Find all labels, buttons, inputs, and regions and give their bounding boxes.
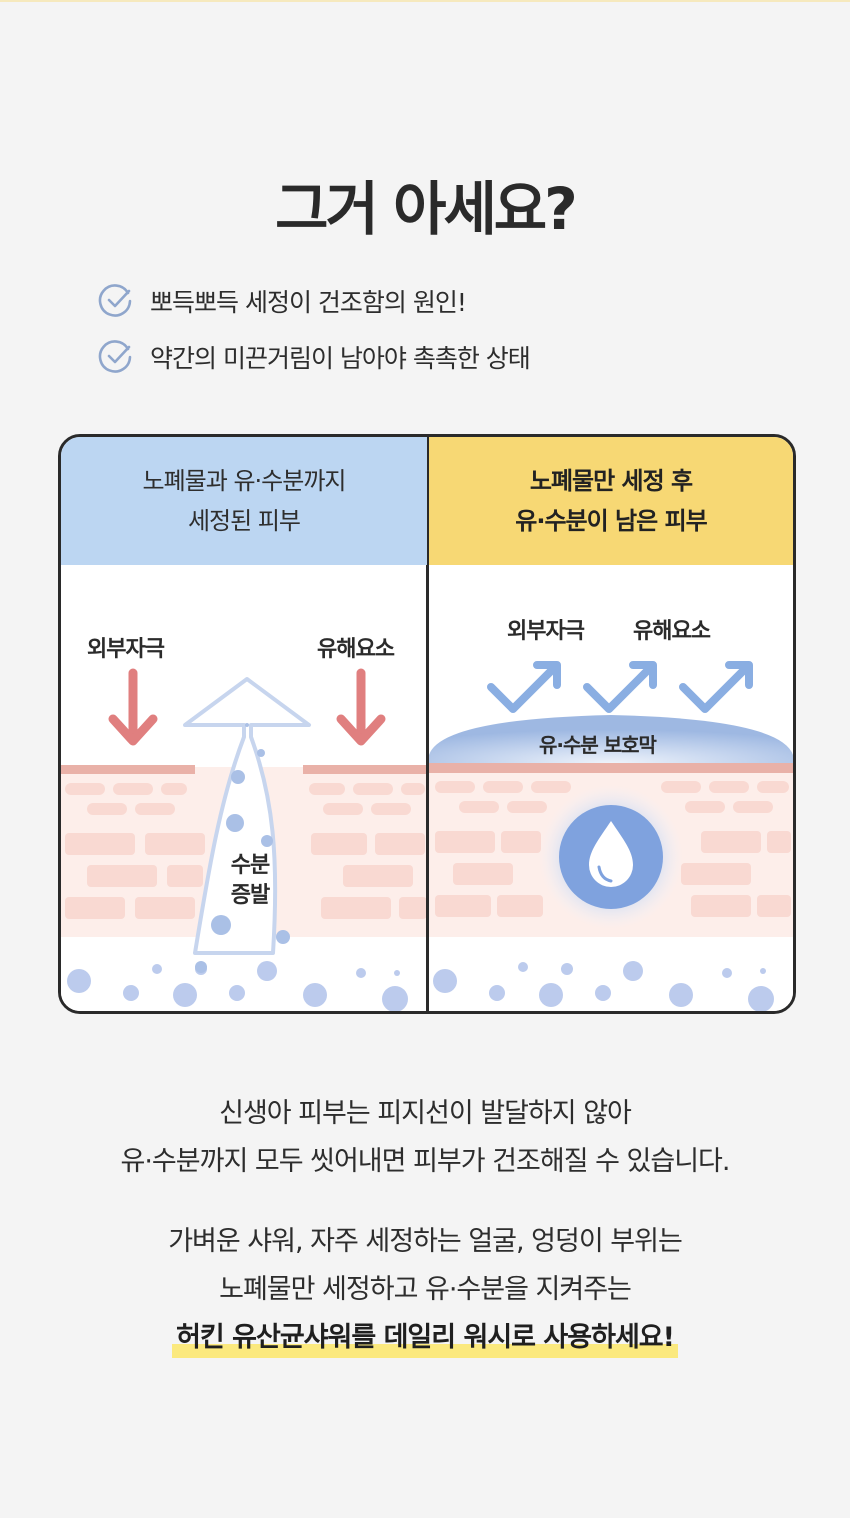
top-divider bbox=[0, 0, 850, 2]
checklist-text: 약간의 미끈거림이 남아야 촉촉한 상태 bbox=[150, 344, 531, 373]
description-paragraph-1: 신생아 피부는 피지선이 발달하지 않아 유·수분까지 모두 씻어내면 피부가 … bbox=[0, 1090, 850, 1186]
checklist-item: 약간의 미끈거림이 남아야 촉촉한 상태 bbox=[98, 338, 531, 376]
check-circle-icon bbox=[98, 284, 132, 317]
skin-cells-left bbox=[65, 783, 427, 919]
skin-comparison-panel: 노폐물과 유·수분까지 세정된 피부 노폐물만 세정 후 유·수분이 남은 피부… bbox=[58, 434, 796, 1014]
down-arrow-icon bbox=[108, 668, 158, 746]
label-moisture-barrier: 유·수분 보호막 bbox=[539, 733, 657, 757]
deflect-arrow-icon bbox=[679, 661, 753, 713]
check-circle-icon bbox=[98, 340, 132, 373]
checklist-text: 뽀득뽀득 세정이 건조함의 원인! bbox=[150, 288, 467, 317]
skin-cells-right bbox=[435, 781, 791, 917]
left-column-title: 노폐물과 유·수분까지 세정된 피부 bbox=[142, 467, 347, 535]
evaporation-bubbles bbox=[195, 723, 290, 973]
skin-surface-line bbox=[61, 765, 195, 774]
right-column-header: 노폐물만 세정 후 유·수분이 남은 피부 bbox=[429, 437, 793, 565]
description-paragraph-2: 가벼운 샤워, 자주 세정하는 얼굴, 엉덩이 부위는 노폐물만 세정하고 유·… bbox=[0, 1218, 850, 1362]
panel-divider bbox=[426, 437, 429, 1011]
evaporation-arrow bbox=[183, 677, 311, 955]
left-column-header: 노폐물과 유·수분까지 세정된 피부 bbox=[61, 437, 427, 565]
label-external-irritant: 외부자극 bbox=[507, 619, 585, 644]
description-line: 신생아 피부는 피지선이 발달하지 않아 bbox=[219, 1098, 632, 1129]
label-harmful-element: 유해요소 bbox=[317, 637, 395, 662]
checklist: 뽀득뽀득 세정이 건조함의 원인! 약간의 미끈거림이 남아야 촉촉한 상태 bbox=[98, 282, 531, 394]
label-harmful-element: 유해요소 bbox=[633, 619, 711, 644]
description-line: 노폐물만 세정하고 유·수분을 지켜주는 bbox=[219, 1274, 632, 1305]
skin-illustration bbox=[61, 437, 793, 1011]
label-moisture-evaporation: 수분 증발 bbox=[230, 853, 270, 908]
highlight-message: 허킨 유산균샤워를 데일리 워시로 사용하세요! bbox=[172, 1314, 678, 1362]
right-column-title: 노폐물만 세정 후 유·수분이 남은 피부 bbox=[515, 467, 707, 535]
moisture-barrier bbox=[429, 715, 793, 763]
deflect-arrow-icon bbox=[583, 661, 657, 713]
page-title: 그거 아세요? bbox=[275, 175, 578, 243]
skin-surface-line bbox=[303, 765, 427, 774]
deflect-arrow-icon bbox=[487, 661, 561, 713]
down-arrow-icon bbox=[336, 668, 386, 746]
checklist-item: 뽀득뽀득 세정이 건조함의 원인! bbox=[98, 282, 530, 320]
description-line: 가벼운 샤워, 자주 세정하는 얼굴, 엉덩이 부위는 bbox=[168, 1226, 683, 1257]
label-external-irritant: 외부자극 bbox=[87, 637, 165, 662]
skin-surface-line bbox=[429, 763, 793, 773]
description-line: 유·수분까지 모두 씻어내면 피부가 건조해질 수 있습니다. bbox=[120, 1146, 731, 1177]
